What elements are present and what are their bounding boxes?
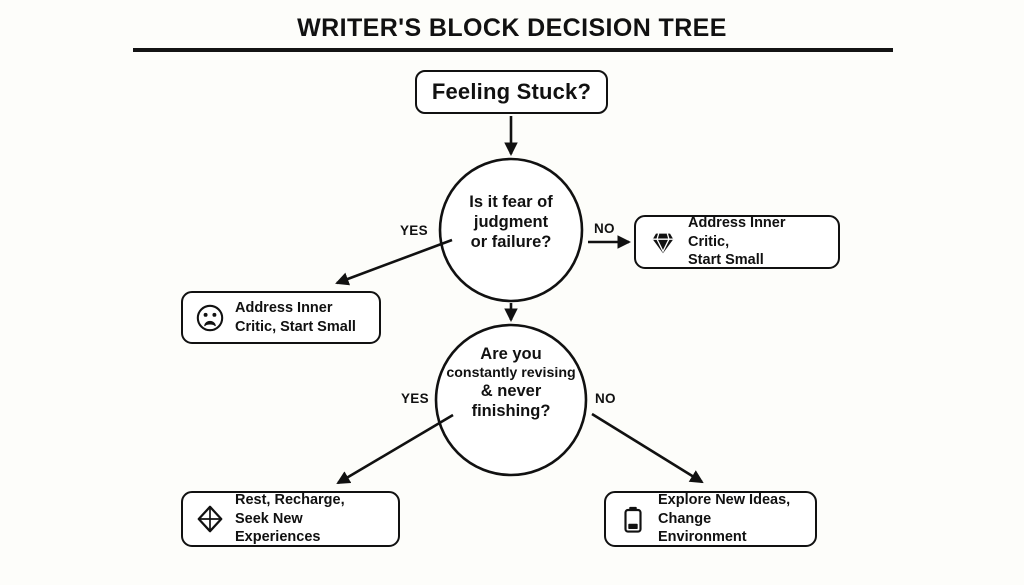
page-title: WRITER'S BLOCK DECISION TREE [297, 14, 727, 42]
outcome-label-yes-2: Rest, Recharge, Seek New Experiences [235, 492, 345, 546]
edge-label-no-2: NO [595, 391, 616, 406]
decision-1-label: Is it fear of judgment or failure? [437, 193, 585, 252]
decision-2-line-2: constantly revising [446, 364, 576, 381]
decision-1-line-3: or failure? [470, 232, 552, 251]
decision-2-line-1: Are you [480, 345, 542, 363]
battery-low-icon [624, 506, 642, 533]
outcome-node-no-2[interactable]: Explore New Ideas, Change Environment [604, 491, 817, 547]
decision-2-line-4: finishing? [471, 401, 551, 420]
edge-decision2-yes [336, 413, 454, 485]
edge-label-yes-1: YES [400, 223, 428, 238]
outcome-label-no-2: Explore New Ideas, Change Environment [658, 492, 791, 546]
gem-icon [652, 233, 674, 254]
decision-1-line-1: Is it fear of [469, 193, 553, 211]
edge-label-no-1: NO [594, 221, 615, 236]
edge-decision1-yes [335, 238, 453, 286]
title-divider [133, 48, 893, 52]
root-node-label: Feeling Stuck? [431, 78, 592, 104]
outcome-node-yes-2[interactable]: Rest, Recharge, Seek New Experiences [181, 491, 400, 547]
outcome-node-yes-1[interactable]: Address Inner Critic, Start Small [181, 291, 381, 344]
decision-2-label: Are you constantly revising & never fini… [430, 345, 592, 421]
edge-decision2-no [591, 412, 704, 484]
worried-face-icon [196, 304, 224, 331]
root-node[interactable]: Feeling Stuck? [415, 70, 608, 114]
decision-1-line-2: judgment [473, 212, 549, 231]
decision-2-line-3: & never [480, 381, 542, 400]
outcome-label-no-1: Address Inner Critic, Start Small [688, 215, 786, 269]
edge-label-yes-2: YES [401, 391, 429, 406]
outcome-label-yes-1: Address Inner Critic, Start Small [235, 299, 356, 335]
outcome-node-no-1[interactable]: Address Inner Critic, Start Small [634, 215, 840, 269]
rhombus-icon [197, 505, 223, 533]
